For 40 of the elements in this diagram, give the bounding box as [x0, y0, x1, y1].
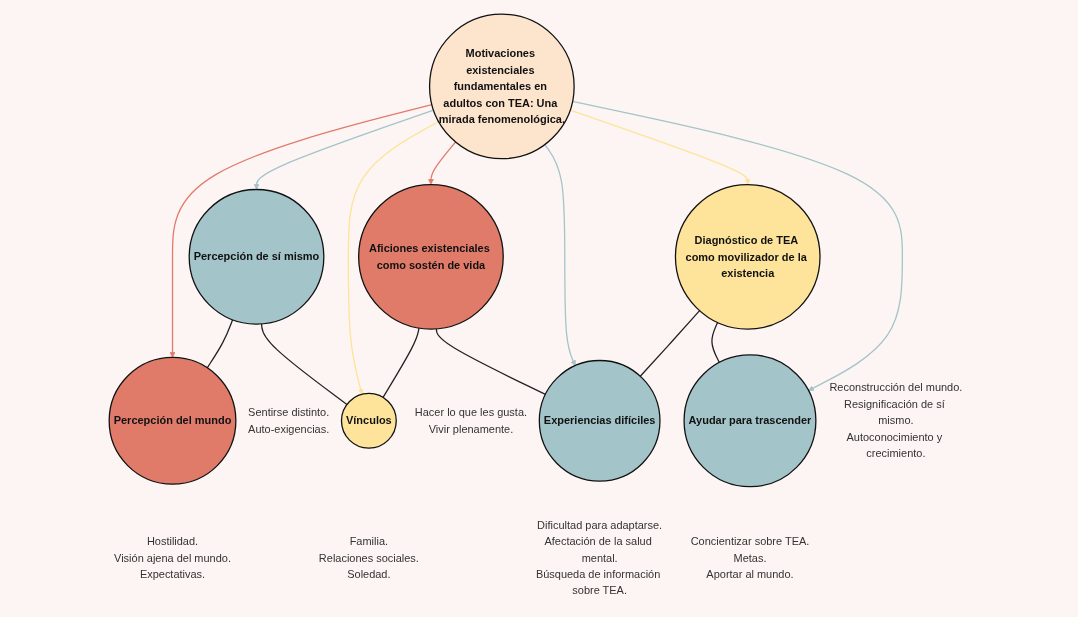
- node-label: Auto-exigencias.: [248, 422, 330, 435]
- node-label: Afectación de la salud mental.: [544, 534, 653, 564]
- node-circle: Motivaciones existenciales fundamentales en adultos con TEA: Una mirada fenomenológica.: [429, 13, 576, 159]
- connector: [640, 309, 701, 377]
- arrow: [569, 108, 751, 185]
- node-label: Visión ajena del mundo.: [114, 551, 232, 564]
- node-circle: Ayudar para trascender: [683, 353, 817, 487]
- arrow: [348, 120, 440, 395]
- node-label: Relaciones sociales.: [319, 551, 420, 564]
- arrow: [572, 100, 904, 391]
- connector: [382, 326, 420, 398]
- node-label: Hostilidad.: [147, 534, 199, 548]
- node-label: Aportar al mundo.: [706, 567, 794, 581]
- arrow: [428, 140, 457, 185]
- node-label: Vivir plenamente.: [429, 422, 514, 435]
- node-label: Concientizar sobre TEA.: [690, 534, 810, 548]
- connector: [261, 322, 348, 405]
- arrow: [170, 103, 433, 358]
- node-circle: Experiencias difíciles: [539, 359, 661, 482]
- node-circle: Vínculos: [341, 392, 398, 449]
- node-label: Búsqueda de información sobre TEA.: [536, 567, 661, 597]
- node-label: Familia.: [349, 534, 389, 548]
- node-label: Dificultad para adaptarse.: [537, 518, 663, 531]
- arrow: [254, 109, 435, 190]
- node-circle: Diagnóstico de TEA como movilizador de la existencia: [675, 183, 821, 330]
- connector: [436, 327, 547, 395]
- arrow: [544, 143, 577, 366]
- connector: [206, 318, 234, 368]
- connector: [711, 321, 721, 363]
- node-label: Autoconocimiento y crecimiento.: [846, 430, 943, 460]
- node-label: Hacer lo que les gusta.: [415, 405, 528, 419]
- node-circle: Percepción del mundo: [108, 356, 237, 485]
- node-label: Sentirse distinto.: [248, 405, 330, 419]
- node-label: Metas.: [733, 551, 767, 564]
- node-label: Expectativas.: [140, 567, 206, 581]
- node-label: Reconstrucción del mundo.: [829, 381, 963, 394]
- node-circle: Percepción de sí mismo: [188, 188, 325, 325]
- node-circle: Aficiones existenciales como sostén de vida: [358, 183, 505, 330]
- node-label: Resignificación de sí mismo.: [844, 397, 946, 427]
- node-label: Soledad.: [347, 567, 391, 581]
